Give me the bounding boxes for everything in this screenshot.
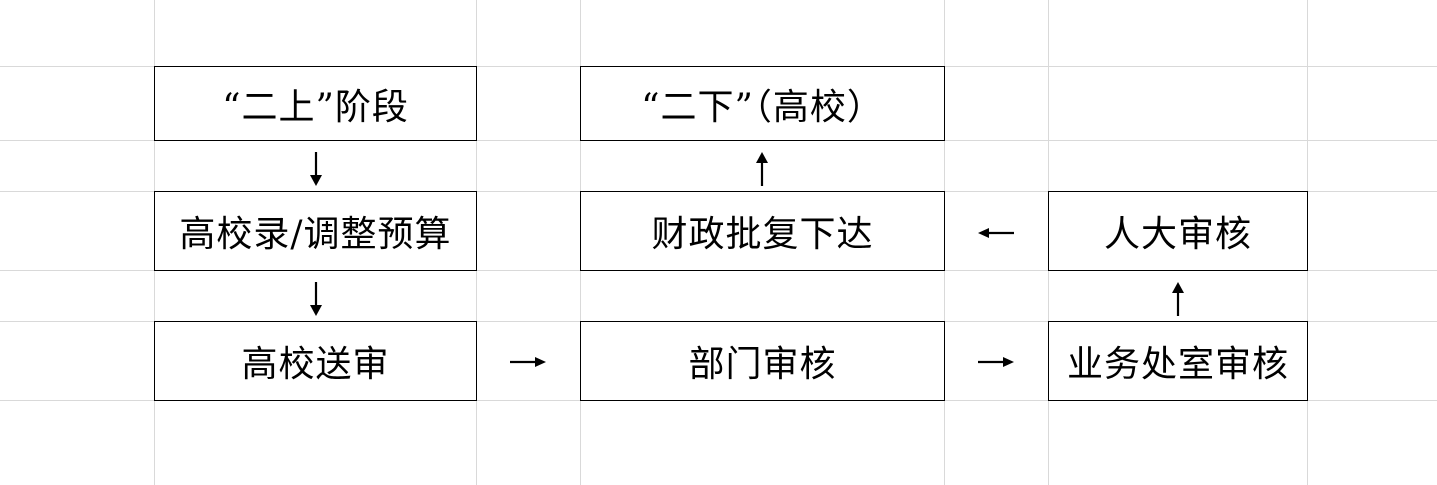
arrow-down-icon (310, 152, 322, 186)
node-university-submit: 高校送审 (154, 321, 477, 401)
arrow-up-icon (1172, 282, 1184, 316)
arrow-right-icon (978, 357, 1014, 367)
node-university-input-adjust: 高校录/调整预算 (154, 191, 477, 271)
node-business-office-review: 业务处室审核 (1048, 321, 1308, 401)
node-npc-review: 人大审核 (1048, 191, 1308, 271)
arrow-left-icon (978, 228, 1014, 238)
node-department-review: 部门审核 (580, 321, 945, 401)
node-two-down-university: “二下”（高校） (580, 66, 945, 141)
arrow-up-icon (756, 152, 768, 186)
node-finance-approve-issue: 财政批复下达 (580, 191, 945, 271)
arrow-right-icon (510, 357, 546, 367)
node-stage-two-up: “二上”阶段 (154, 66, 477, 141)
arrow-down-icon (310, 282, 322, 316)
